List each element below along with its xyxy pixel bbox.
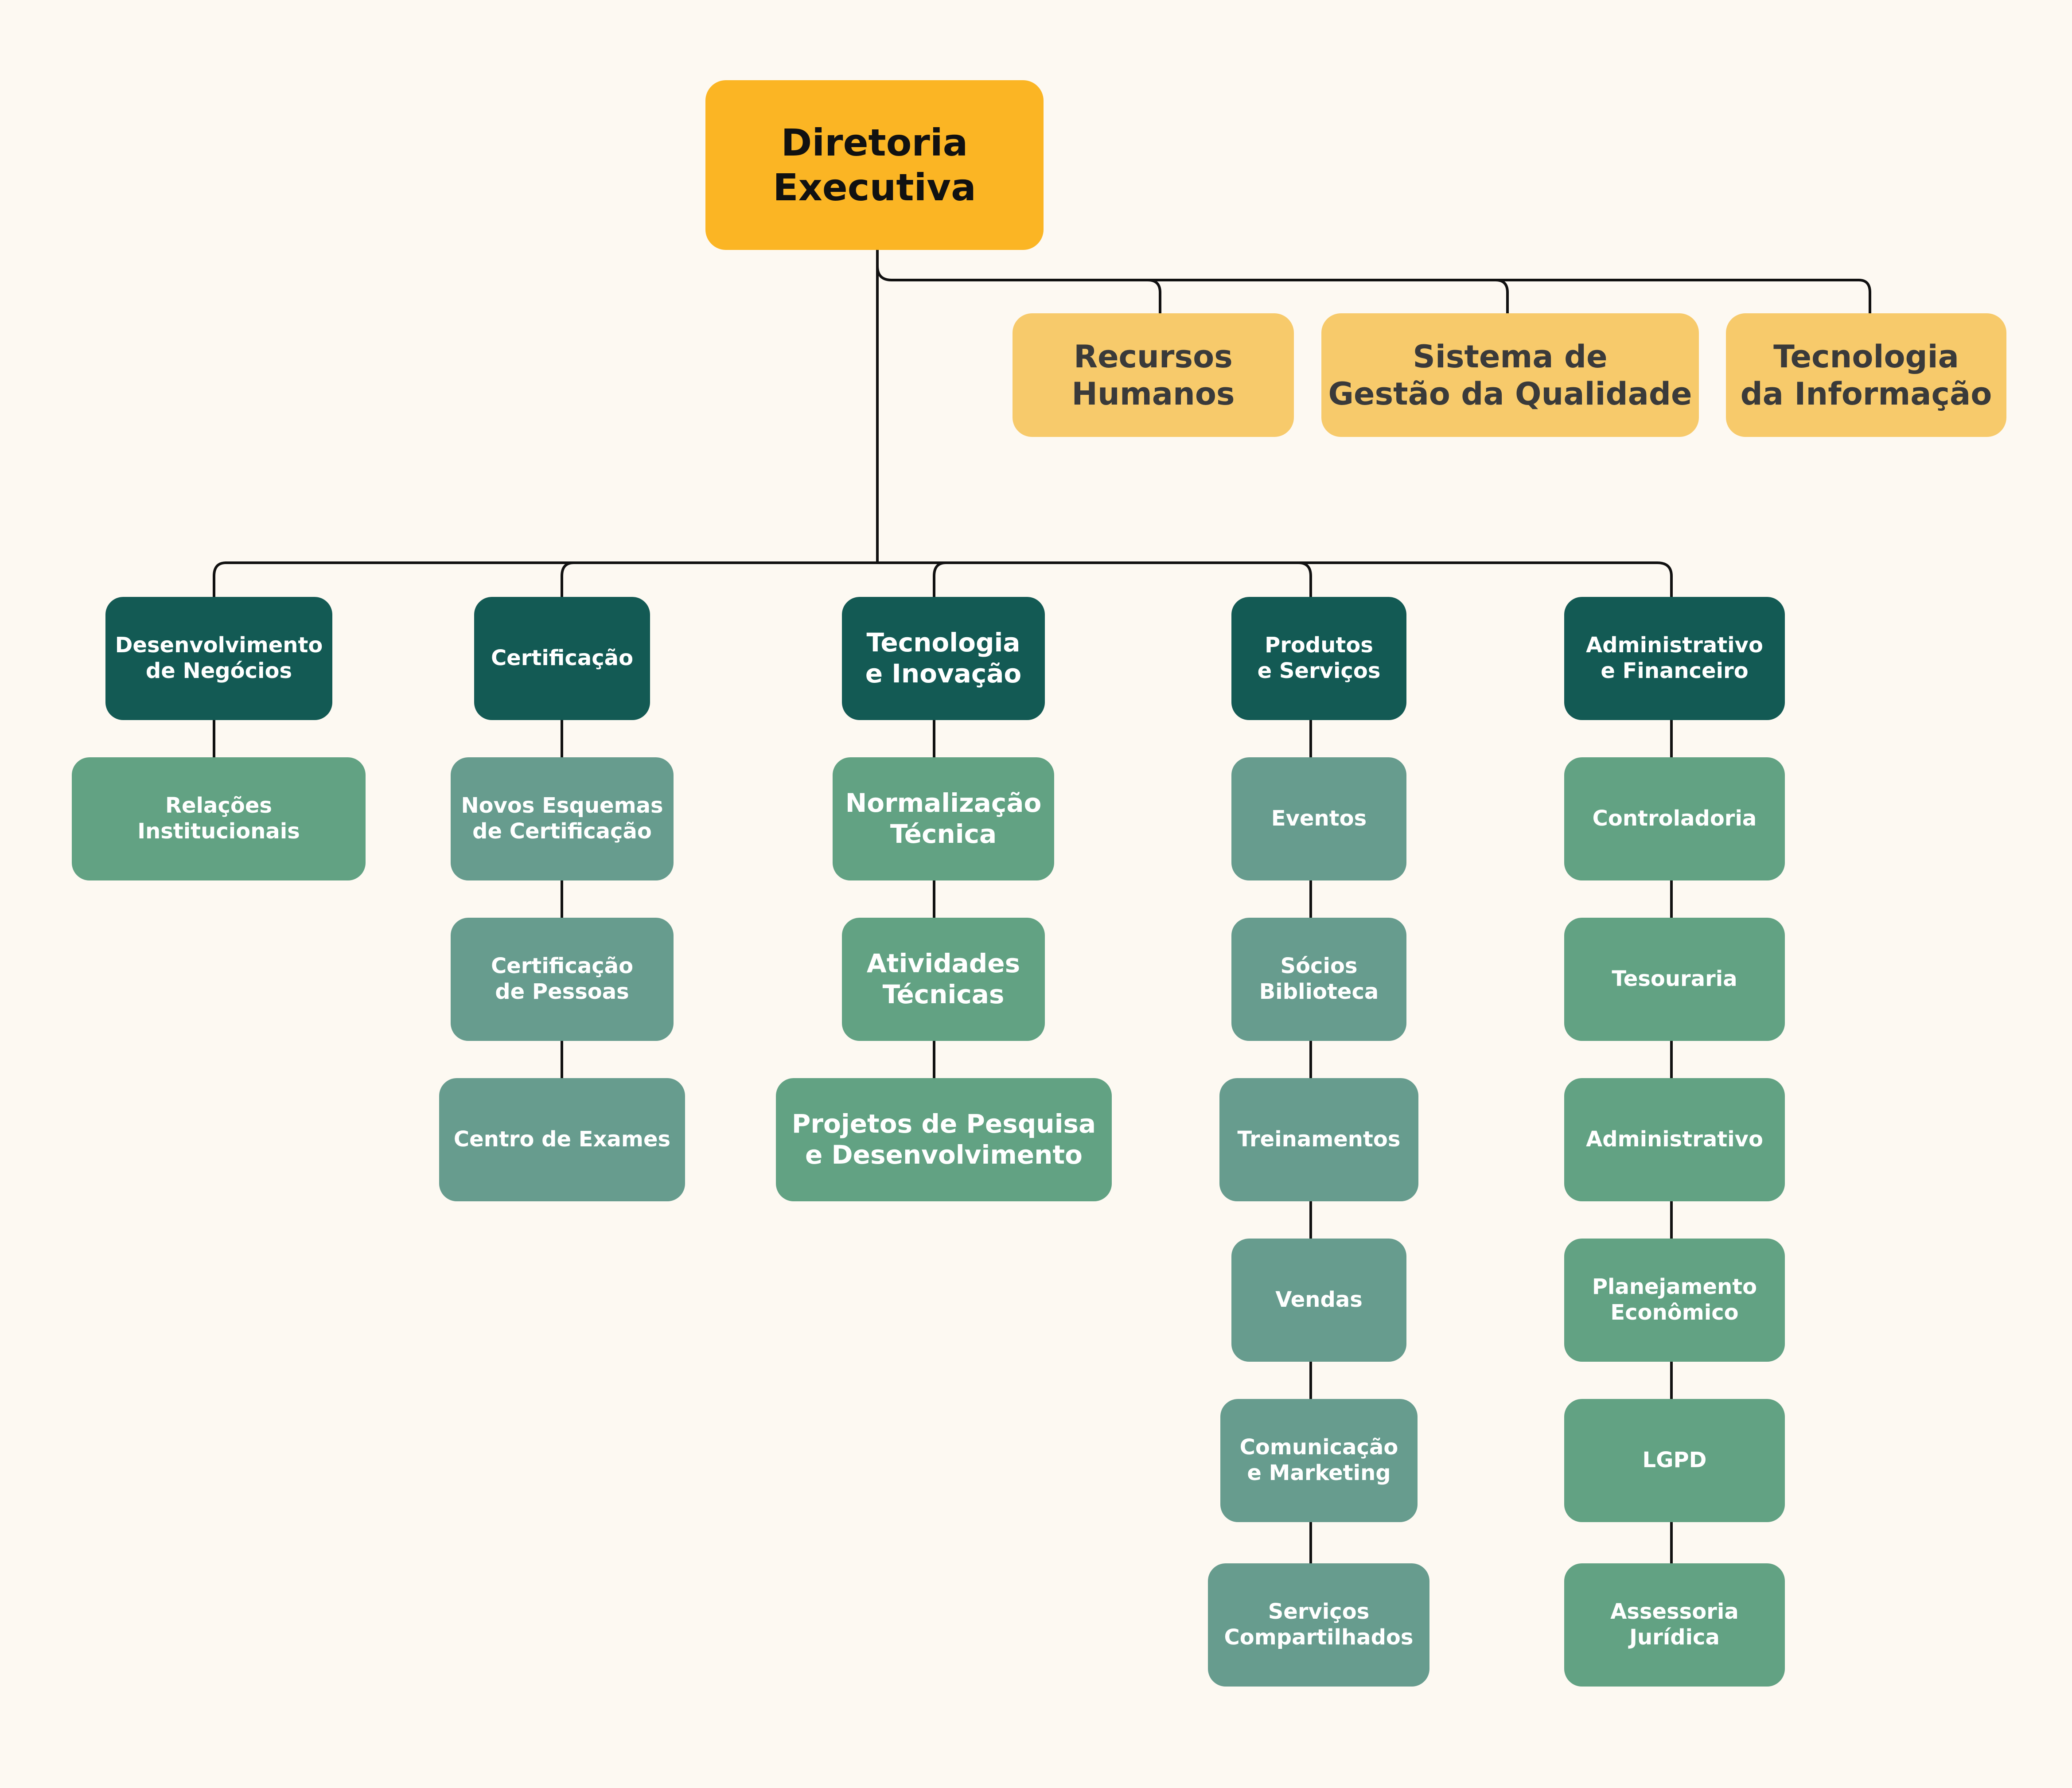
node-vendas: Vendas <box>1231 1239 1406 1362</box>
node-centro-exames: Centro de Exames <box>439 1078 685 1201</box>
node-certificacao: Certificação <box>474 597 650 720</box>
node-certificacao-pessoas: Certificação de Pessoas <box>451 918 674 1041</box>
connector-staff-bus <box>876 265 1871 315</box>
node-assessoria-juridica: Assessoria Jurídica <box>1564 1563 1785 1687</box>
node-diretoria-executiva: Diretoria Executiva <box>705 80 1044 250</box>
node-eventos: Eventos <box>1231 757 1406 880</box>
node-atividades-tecnicas: Atividades Técnicas <box>842 918 1045 1041</box>
node-novos-esquemas-certificacao: Novos Esquemas de Certificação <box>451 757 674 880</box>
node-produtos-servicos: Produtos e Serviços <box>1231 597 1406 720</box>
node-treinamentos: Treinamentos <box>1219 1078 1418 1201</box>
connector-dept-3 <box>933 561 947 599</box>
node-servicos-compartilhados: Serviços Compartilhados <box>1208 1563 1429 1687</box>
node-lgpd: LGPD <box>1564 1399 1785 1522</box>
node-tesouraria: Tesouraria <box>1564 918 1785 1041</box>
connector-dept-1 <box>213 561 227 599</box>
node-recursos-humanos: Recursos Humanos <box>1013 313 1294 437</box>
node-normalizacao-tecnica: Normalização Técnica <box>833 757 1054 880</box>
node-comunicacao-marketing: Comunicação e Marketing <box>1220 1399 1418 1522</box>
node-desenvolvimento-negocios: Desenvolvimento de Negócios <box>105 597 332 720</box>
node-administrativo-financeiro: Administrativo e Financeiro <box>1564 597 1785 720</box>
connector-staff-2 <box>1494 279 1509 315</box>
connector-dept-2 <box>561 561 575 599</box>
connector-dept-bus <box>225 561 1673 599</box>
node-socios-biblioteca: Sócios Biblioteca <box>1231 918 1406 1041</box>
node-projetos-pesquisa-desenvolvimento: Projetos de Pesquisa e Desenvolvimento <box>776 1078 1112 1201</box>
node-administrativo: Administrativo <box>1564 1078 1785 1201</box>
connector-dept-4 <box>1297 561 1312 599</box>
node-tecnologia-inovacao: Tecnologia e Inovação <box>842 597 1045 720</box>
node-sistema-gestao-qualidade: Sistema de Gestão da Qualidade <box>1321 313 1699 437</box>
node-tecnologia-informacao: Tecnologia da Informação <box>1726 313 2006 437</box>
node-relacoes-institucionais: Relações Institucionais <box>72 757 366 880</box>
connector-staff-1 <box>1146 279 1161 315</box>
node-planejamento-economico: Planejamento Econômico <box>1564 1239 1785 1362</box>
node-controladoria: Controladoria <box>1564 757 1785 880</box>
